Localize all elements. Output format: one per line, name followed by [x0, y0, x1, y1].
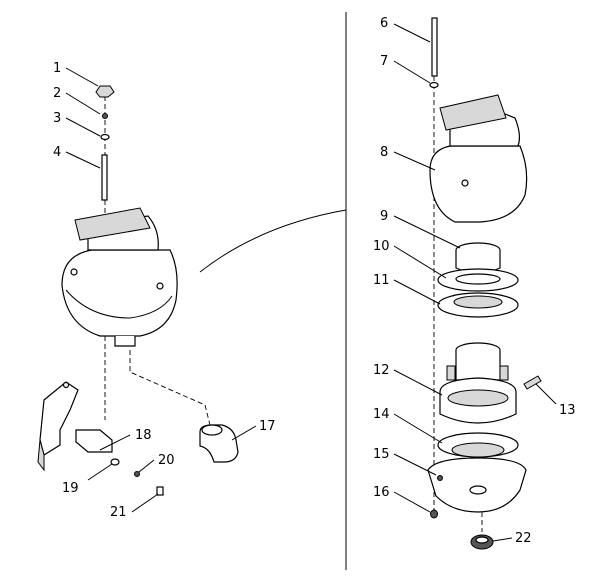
leader-16 [393, 491, 431, 513]
part-4-bolt [101, 154, 108, 201]
part-1-nut [95, 85, 115, 98]
part-12-clip-right [499, 365, 509, 381]
part-10-ring-hole [455, 273, 501, 285]
part-15-base-hole [469, 485, 487, 495]
part-17-elbow-mouth [201, 424, 223, 436]
leader-1 [65, 67, 99, 87]
callout-labels: 1 2 3 4 6 7 8 9 10 11 12 13 14 15 16 17 … [53, 16, 576, 546]
left-housing-cap [74, 207, 151, 241]
part-22-nut-hole [475, 536, 489, 544]
leader-2 [65, 92, 101, 115]
part-16-screw [430, 509, 438, 519]
part-7-washer [429, 81, 439, 89]
bracket-left [39, 381, 79, 456]
leader-8 [393, 151, 436, 171]
part-3-washer [100, 133, 110, 141]
part-8-housing-base [429, 145, 528, 223]
leader-lines [65, 23, 557, 542]
leader-15 [393, 453, 437, 476]
part-2-ball [102, 113, 108, 119]
part-19-washer [110, 458, 120, 466]
left-housing-hole-2 [156, 282, 164, 290]
part-20-nut [134, 471, 140, 477]
part-15-screw-hole [437, 475, 443, 481]
callout-1: 1 [53, 61, 61, 76]
callout-11: 11 [373, 273, 390, 288]
leader-7 [393, 60, 431, 84]
left-housing-base [61, 249, 178, 337]
leader-20 [138, 459, 155, 473]
leader-12 [393, 369, 443, 396]
callout-7: 7 [380, 54, 388, 69]
callout-10: 10 [373, 239, 390, 254]
leader-3 [65, 117, 101, 137]
part-8-housing-cap [439, 94, 507, 131]
part-21-screw [156, 486, 164, 496]
callout-9: 9 [380, 209, 388, 224]
callout-12: 12 [373, 363, 390, 378]
callout-22: 22 [515, 531, 532, 546]
part-12-motor-shaft [455, 350, 501, 381]
left-housing-ring [65, 289, 173, 319]
leader-19 [87, 463, 113, 481]
bracket-hole [62, 381, 70, 389]
callout-16: 16 [373, 485, 390, 500]
callout-20: 20 [158, 453, 175, 468]
bracket-tab [37, 439, 45, 472]
part-12-motor-band [447, 389, 509, 407]
callout-19: 19 [62, 481, 79, 496]
callout-14: 14 [373, 407, 390, 422]
callout-13: 13 [559, 403, 576, 418]
leader-9 [393, 215, 461, 249]
leader-18 [99, 434, 131, 451]
leader-4 [65, 151, 101, 169]
leader-22 [492, 537, 513, 542]
leader-14 [393, 413, 443, 444]
leader-17 [231, 425, 257, 441]
part-6-bolt [431, 17, 438, 77]
leader-10 [393, 245, 447, 279]
part-18-bracket [75, 429, 113, 453]
callout-4: 4 [53, 145, 61, 160]
part-13-pin [523, 375, 542, 390]
callout-15: 15 [373, 447, 390, 462]
left-housing-outlet [114, 336, 136, 347]
left-assembly [37, 85, 239, 496]
left-route-line [129, 350, 211, 426]
callout-2: 2 [53, 86, 61, 101]
left-housing-hole-1 [70, 268, 78, 276]
callout-18: 18 [135, 428, 152, 443]
part-8-hole [461, 179, 469, 187]
part-12-clip-left [446, 365, 456, 381]
part-11-disc-hub [453, 295, 503, 309]
callout-6: 6 [380, 16, 388, 31]
detail-connector-curve [199, 209, 347, 273]
right-assembly [427, 17, 542, 550]
leader-11 [393, 279, 441, 305]
part-14-gasket-inner [451, 442, 505, 458]
leader-6 [393, 23, 431, 43]
callout-8: 8 [380, 145, 388, 160]
callout-21: 21 [110, 505, 127, 520]
callout-3: 3 [53, 111, 61, 126]
part-15-base [427, 457, 527, 513]
leader-13 [535, 383, 557, 405]
leader-21 [131, 493, 159, 513]
callout-17: 17 [259, 419, 276, 434]
